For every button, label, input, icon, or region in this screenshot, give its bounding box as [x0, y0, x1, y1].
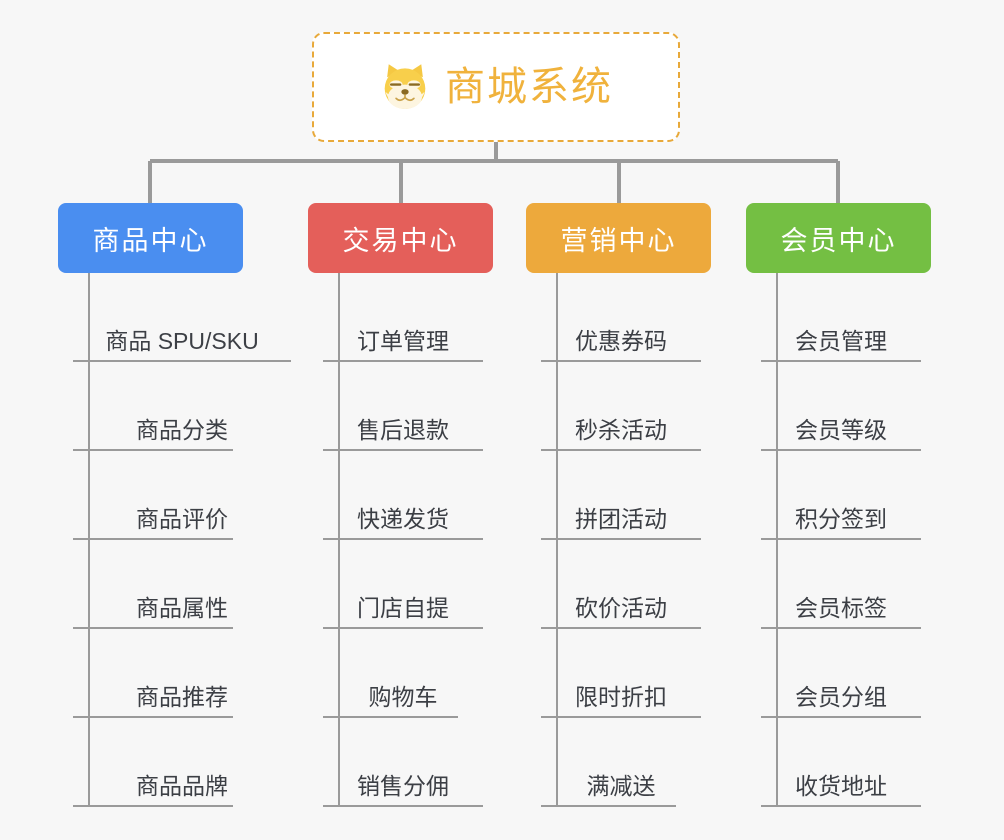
branch-header-0[interactable]: 商品中心 — [58, 203, 243, 273]
leaf-label: 商品评价 — [136, 506, 228, 532]
leaf-label: 会员分组 — [795, 684, 887, 710]
branch-trunk-3 — [776, 273, 778, 807]
leaf-rule — [323, 716, 458, 718]
leaf-item[interactable]: 积分签到 — [761, 451, 921, 540]
leaf-item[interactable]: 会员等级 — [761, 362, 921, 451]
leaf-rule — [761, 627, 921, 629]
leaf-rule — [541, 449, 701, 451]
branch-column-3: 会员中心会员管理会员等级积分签到会员标签会员分组收货地址 — [746, 203, 931, 807]
leaf-rule — [761, 538, 921, 540]
leaf-item[interactable]: 售后退款 — [323, 362, 483, 451]
leaf-label: 砍价活动 — [575, 595, 667, 621]
leaf-item[interactable]: 商品评价 — [73, 451, 291, 540]
leaf-label: 订单管理 — [357, 328, 449, 354]
leaf-list-2: 优惠券码秒杀活动拼团活动砍价活动限时折扣满减送 — [541, 273, 701, 807]
leaf-label: 会员标签 — [795, 595, 887, 621]
leaf-item[interactable]: 商品 SPU/SKU — [73, 273, 291, 362]
leaf-rule — [323, 627, 483, 629]
leaf-list-1: 订单管理售后退款快递发货门店自提购物车销售分佣 — [323, 273, 483, 807]
leaf-rule — [323, 538, 483, 540]
leaf-rule — [73, 805, 233, 807]
leaf-rule — [73, 449, 233, 451]
leaf-label: 快递发货 — [357, 506, 449, 532]
leaf-rule — [73, 627, 233, 629]
branch-column-1: 交易中心订单管理售后退款快递发货门店自提购物车销售分佣 — [308, 203, 493, 807]
leaf-rule — [761, 716, 921, 718]
leaf-item[interactable]: 秒杀活动 — [541, 362, 701, 451]
branch-column-0: 商品中心商品 SPU/SKU 商品分类商品评价商品属性商品推荐商品品牌 — [58, 203, 291, 807]
leaf-item[interactable]: 满减送 — [541, 718, 701, 807]
leaf-label: 商品推荐 — [136, 684, 228, 710]
leaf-item[interactable]: 收货地址 — [761, 718, 921, 807]
leaf-item[interactable]: 购物车 — [323, 629, 483, 718]
leaf-label: 售后退款 — [357, 417, 449, 443]
leaf-item[interactable]: 门店自提 — [323, 540, 483, 629]
leaf-rule — [761, 449, 921, 451]
leaf-rule — [761, 360, 921, 362]
leaf-label: 会员管理 — [795, 328, 887, 354]
leaf-label: 购物车 — [368, 684, 438, 710]
leaf-item[interactable]: 商品分类 — [73, 362, 291, 451]
leaf-label: 商品分类 — [136, 417, 228, 443]
leaf-label: 秒杀活动 — [575, 417, 667, 443]
leaf-label: 拼团活动 — [575, 506, 667, 532]
leaf-rule — [73, 360, 291, 362]
leaf-item[interactable]: 会员标签 — [761, 540, 921, 629]
leaf-rule — [541, 538, 701, 540]
leaf-item[interactable]: 会员分组 — [761, 629, 921, 718]
leaf-label: 商品属性 — [136, 595, 228, 621]
leaf-item[interactable]: 快递发货 — [323, 451, 483, 540]
leaf-item[interactable]: 商品品牌 — [73, 718, 291, 807]
leaf-rule — [323, 805, 483, 807]
leaf-item[interactable]: 限时折扣 — [541, 629, 701, 718]
leaf-label: 优惠券码 — [575, 328, 667, 354]
root-title: 商城系统 — [445, 65, 613, 109]
leaf-rule — [323, 449, 483, 451]
branch-header-2[interactable]: 营销中心 — [526, 203, 711, 273]
leaf-rule — [541, 627, 701, 629]
leaf-label: 销售分佣 — [357, 773, 449, 799]
branch-trunk-0 — [88, 273, 90, 807]
leaf-label: 会员等级 — [795, 417, 887, 443]
shiba-dog-icon — [384, 64, 426, 109]
leaf-list-3: 会员管理会员等级积分签到会员标签会员分组收货地址 — [761, 273, 921, 807]
leaf-rule — [73, 538, 233, 540]
branch-trunk-1 — [338, 273, 340, 807]
leaf-rule — [541, 805, 676, 807]
leaf-item[interactable]: 优惠券码 — [541, 273, 701, 362]
leaf-rule — [541, 360, 701, 362]
branch-header-1[interactable]: 交易中心 — [308, 203, 493, 273]
branch-header-3[interactable]: 会员中心 — [746, 203, 931, 273]
leaf-item[interactable]: 商品推荐 — [73, 629, 291, 718]
leaf-label: 积分签到 — [795, 506, 887, 532]
leaf-item[interactable]: 砍价活动 — [541, 540, 701, 629]
leaf-rule — [541, 716, 701, 718]
leaf-label: 商品 SPU/SKU — [105, 328, 259, 354]
branch-column-2: 营销中心优惠券码秒杀活动拼团活动砍价活动限时折扣满减送 — [526, 203, 711, 807]
leaf-label: 商品品牌 — [136, 773, 228, 799]
leaf-rule — [761, 805, 921, 807]
leaf-rule — [73, 716, 233, 718]
leaf-label: 门店自提 — [357, 595, 449, 621]
leaf-label: 限时折扣 — [575, 684, 667, 710]
leaf-item[interactable]: 会员管理 — [761, 273, 921, 362]
leaf-item[interactable]: 销售分佣 — [323, 718, 483, 807]
leaf-item[interactable]: 商品属性 — [73, 540, 291, 629]
leaf-label: 满减送 — [586, 773, 656, 799]
leaf-list-0: 商品 SPU/SKU 商品分类商品评价商品属性商品推荐商品品牌 — [73, 273, 291, 807]
leaf-item[interactable]: 拼团活动 — [541, 451, 701, 540]
leaf-label: 收货地址 — [795, 773, 887, 799]
leaf-item[interactable]: 订单管理 — [323, 273, 483, 362]
root-node[interactable]: 商城系统 — [312, 32, 680, 142]
leaf-rule — [323, 360, 483, 362]
branch-trunk-2 — [556, 273, 558, 807]
